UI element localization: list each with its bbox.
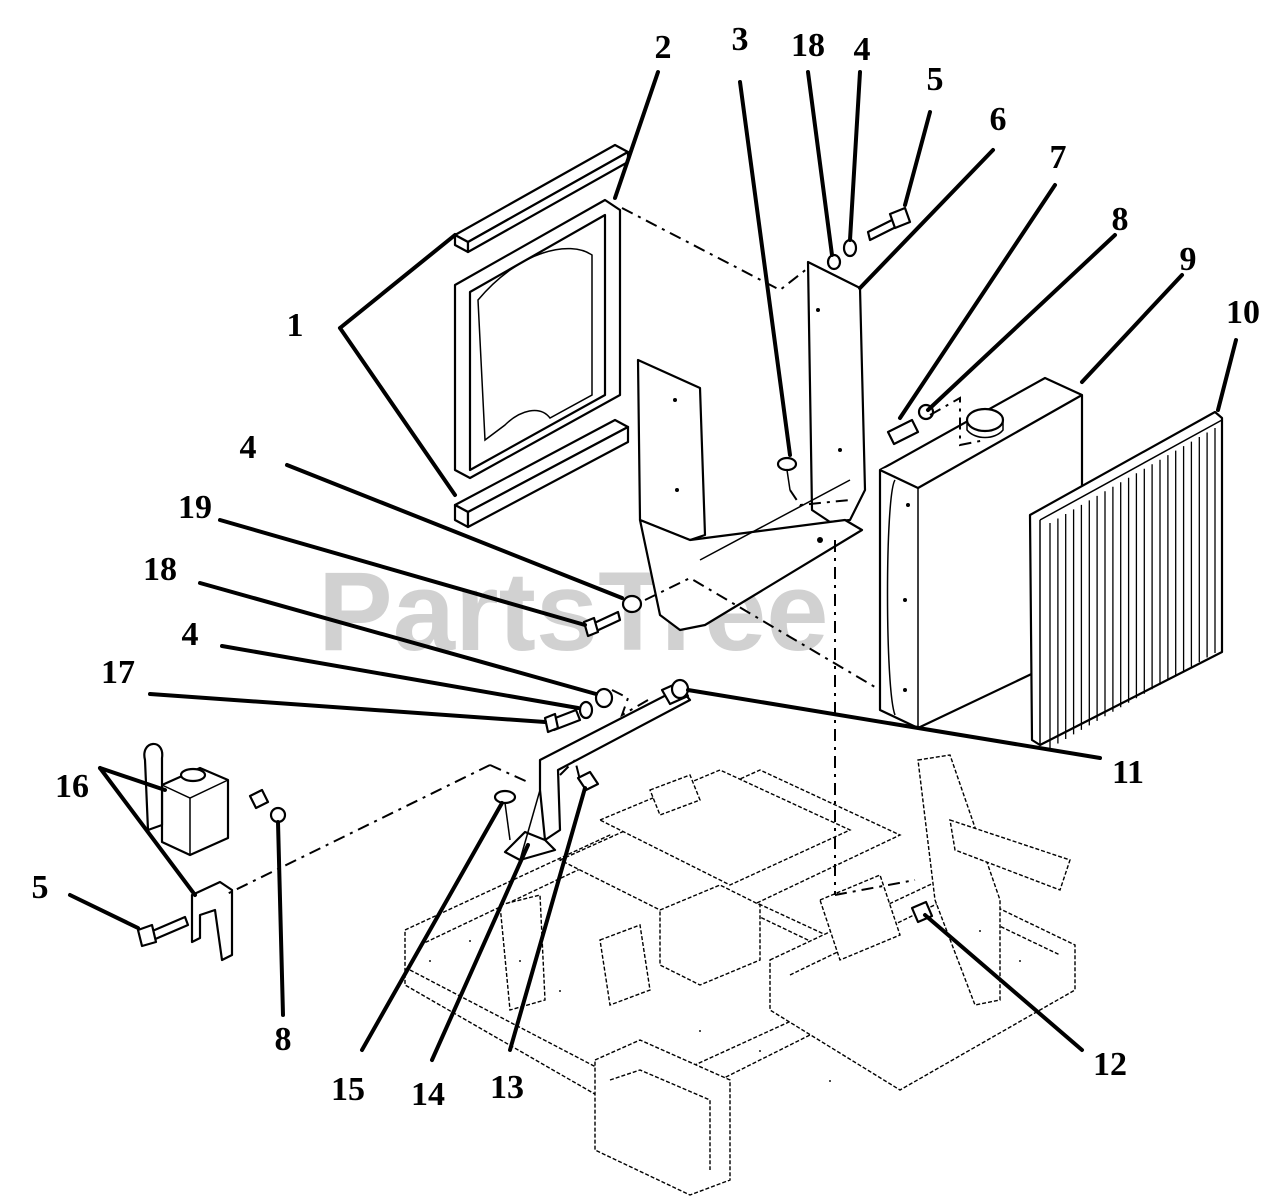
callout-5: 5 (927, 61, 944, 98)
bolt-5-top (866, 206, 912, 242)
washer-18-top (826, 253, 842, 271)
callout-8: 8 (275, 1021, 292, 1058)
washer-4-top (842, 238, 858, 258)
callout-6: 6 (990, 101, 1007, 138)
radiator-screen (1028, 410, 1224, 748)
screw-3 (776, 456, 798, 491)
side-bracket-plate (636, 260, 867, 632)
callout-10: 10 (1226, 294, 1260, 331)
callout-5: 5 (32, 869, 49, 906)
callout-18: 18 (143, 551, 177, 588)
callout-11: 11 (1112, 754, 1144, 791)
nut-13 (576, 770, 600, 792)
spacer-7 (886, 418, 920, 446)
assembly-lines (224, 207, 986, 896)
callout-labels: 1 2 3 18 4 5 6 7 8 9 10 4 19 18 4 17 11 … (32, 21, 1261, 1113)
callout-9: 9 (1180, 241, 1197, 278)
bolt-17 (543, 708, 582, 734)
washer-18-mid (594, 687, 614, 709)
washer-4-low (578, 700, 594, 720)
callout-1: 1 (287, 307, 304, 344)
callout-18: 18 (791, 27, 825, 64)
chassis-frame (404, 754, 1076, 1196)
callout-2: 2 (655, 29, 672, 66)
callout-3: 3 (732, 21, 749, 58)
radiator-shroud (453, 198, 622, 480)
callout-12: 12 (1093, 1046, 1127, 1083)
bolt-19 (582, 610, 622, 638)
foam-strip-bottom (453, 418, 630, 529)
callout-19: 19 (178, 489, 212, 526)
callout-13: 13 (490, 1069, 524, 1106)
bolt-15 (493, 789, 517, 841)
callout-16: 16 (55, 768, 89, 805)
callout-17: 17 (101, 654, 135, 691)
callout-7: 7 (1050, 139, 1067, 176)
bolt-5-low (136, 915, 190, 948)
coolant-reservoir (143, 742, 234, 962)
washer-4-mid (621, 594, 643, 614)
leader-lines (68, 70, 1238, 1062)
callout-4: 4 (182, 616, 199, 653)
callout-15: 15 (331, 1071, 365, 1108)
callout-8: 8 (1112, 201, 1129, 238)
bushing-8-low (248, 788, 287, 824)
callout-14: 14 (411, 1076, 445, 1113)
callout-4: 4 (854, 31, 871, 68)
callout-4: 4 (240, 429, 257, 466)
